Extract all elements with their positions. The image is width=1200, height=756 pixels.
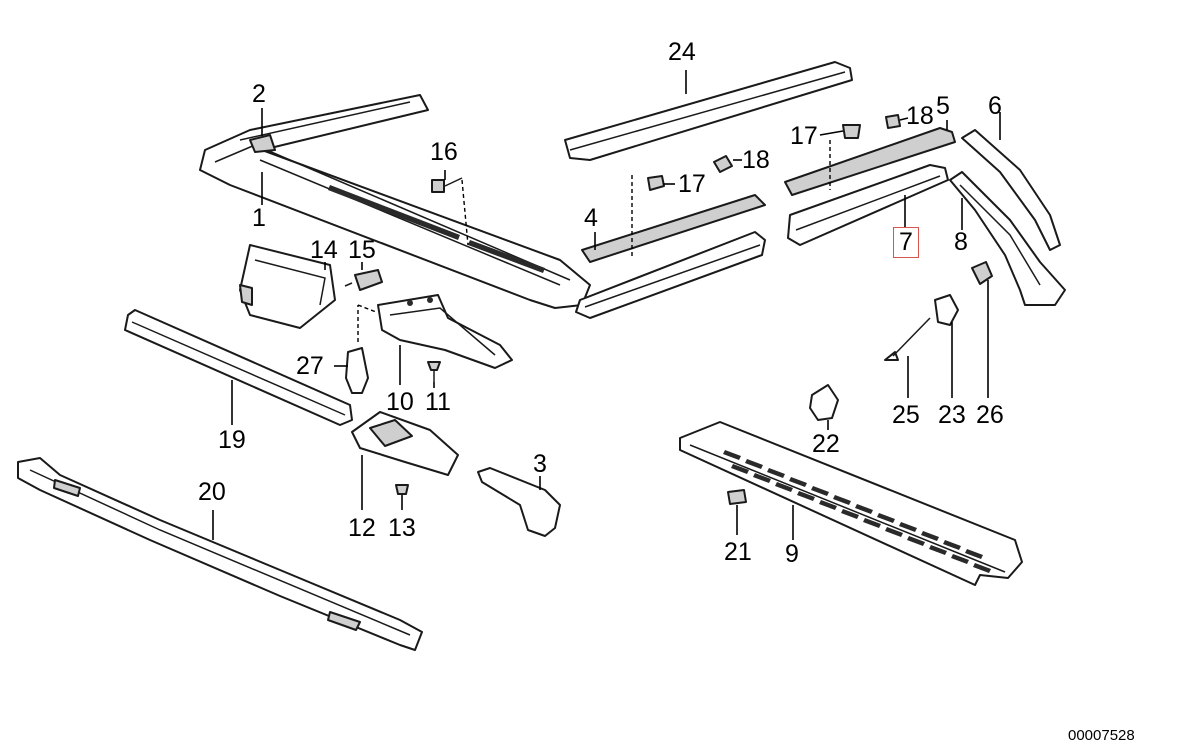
part-cap-3 (477, 467, 561, 537)
part-screw-13 (395, 484, 409, 495)
callout-19: 21 (724, 538, 752, 566)
part-seal-4 (575, 194, 766, 319)
part-grille-9 (679, 421, 1023, 586)
callout-8: 8 (954, 228, 968, 256)
callout-12: 12 (348, 514, 376, 542)
grille-slot (767, 468, 785, 478)
callout-21: 19 (218, 426, 246, 454)
part-nut-19 (727, 489, 747, 505)
part-frame-22 (17, 457, 423, 651)
part-plug-27 (345, 347, 369, 394)
grille-slot (885, 527, 903, 537)
part-lock-10 (377, 294, 513, 369)
grille-slot (951, 554, 969, 564)
callout-23: 24 (668, 38, 696, 66)
callout-18-middle: 18 (742, 146, 770, 174)
callout-7: 7 (893, 227, 919, 258)
grille-slot (907, 536, 925, 546)
callout-1: 1 (252, 204, 266, 232)
callout-24: 23 (938, 401, 966, 429)
part-seal-7 (787, 164, 949, 246)
grille-slot (855, 504, 873, 514)
part-bar-21 (124, 309, 353, 426)
callout-20: 22 (812, 430, 840, 458)
part-housing-14 (239, 244, 336, 329)
callout-4: 4 (584, 204, 598, 232)
grille-slot (877, 513, 895, 523)
part-grommet-20 (809, 384, 839, 421)
grille-slot (789, 477, 807, 487)
part-seal-5 (784, 127, 956, 196)
callout-18-right: 18 (906, 102, 934, 130)
grille-slot (943, 540, 961, 550)
grille-slot (731, 464, 749, 474)
part-fasteners-rear (884, 261, 993, 361)
callout-26: 26 (976, 401, 1004, 429)
callout-22: 20 (198, 478, 226, 506)
grille-slot (899, 522, 917, 532)
grille-slot (863, 518, 881, 528)
callout-15: 15 (348, 236, 376, 264)
callout-17-right: 17 (790, 122, 818, 150)
grille-slot (921, 531, 939, 541)
grille-slot (929, 545, 947, 555)
callout-17-middle: 17 (678, 170, 706, 198)
part-clip-16 (431, 177, 463, 193)
grille-slot (819, 500, 837, 510)
grille-slot (833, 495, 851, 505)
grille-slot (797, 491, 815, 501)
grille-slot (745, 459, 763, 469)
part-corner-6 (961, 129, 1061, 251)
grille-slot (965, 549, 983, 559)
callout-11: 11 (425, 388, 451, 416)
callout-10: 10 (386, 388, 414, 416)
grille-slot (841, 509, 859, 519)
grille-slot (811, 486, 829, 496)
grille-slot (775, 482, 793, 492)
part-clips-middle (647, 114, 901, 191)
grille-slot (723, 450, 741, 460)
callout-6: 6 (988, 92, 1002, 120)
callout-14: 14 (310, 236, 338, 264)
part-trim-23 (564, 61, 853, 161)
callout-13: 13 (388, 514, 416, 542)
part-screw-11 (427, 361, 441, 382)
callout-16: 16 (430, 138, 458, 166)
leader-lines (212, 70, 1001, 540)
callout-5: 5 (936, 92, 950, 120)
grille-slot (753, 473, 771, 483)
diagram-reference-number: 00007528 (1068, 727, 1135, 744)
callout-25: 25 (892, 401, 920, 429)
callout-3: 3 (533, 450, 547, 478)
part-corner-8 (949, 171, 1066, 306)
part-bolt-15 (344, 269, 383, 291)
grille-slot (973, 563, 991, 573)
callout-2: 2 (252, 80, 266, 108)
part-bracket-12 (351, 411, 459, 476)
part-roof-frame (199, 94, 591, 309)
callout-27: 27 (296, 352, 324, 380)
callout-9: 9 (785, 540, 799, 568)
